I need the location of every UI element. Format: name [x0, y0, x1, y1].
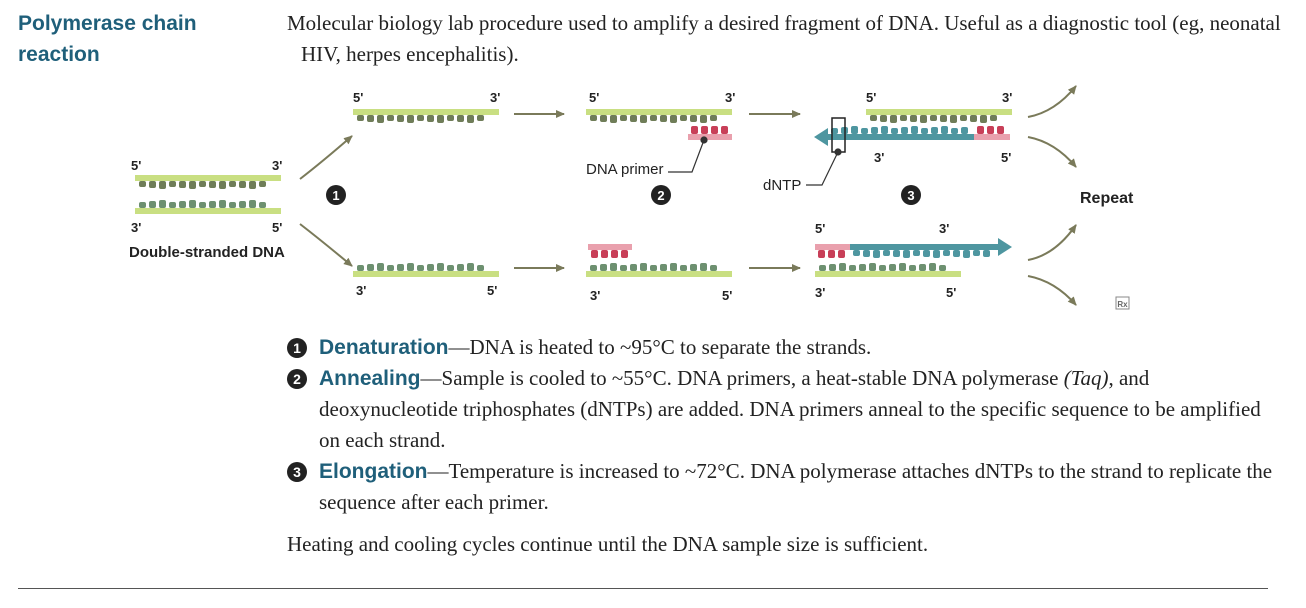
step-2-italic: (Taq) — [1063, 366, 1109, 390]
step-marker-2-number: 2 — [657, 188, 664, 203]
step-1-text: —DNA is heated to ~95°C to separate the … — [448, 335, 872, 359]
c-top-5prime: 5' — [866, 90, 876, 105]
new-strand-bottom — [850, 238, 1012, 258]
term-heading: Polymerase chain reaction — [18, 12, 197, 66]
step-3-text: —Temperature is increased to ~72°C. DNA … — [319, 459, 1273, 514]
rx-icon: Rx — [1115, 296, 1130, 310]
repeat-arrow-4 — [1027, 275, 1077, 306]
c-bottom-3prime: 3' — [815, 285, 825, 300]
step-2-name: Annealing — [319, 367, 421, 390]
c-mid-5prime: 5' — [1001, 150, 1011, 165]
split-arrow-top — [299, 135, 353, 180]
ds-3prime-right: 3' — [272, 158, 282, 173]
step-marker-1-number: 1 — [332, 188, 339, 203]
ds-top-strand — [135, 175, 281, 189]
elongation-primer-bottom — [815, 244, 851, 258]
pcr-diagram: 5' 3' 3' 5' Double-stranded DNA 5' 3' 3'… — [129, 85, 1134, 310]
step-3-name: Elongation — [319, 460, 428, 483]
ds-3prime-left: 3' — [131, 220, 141, 235]
callouts — [668, 117, 846, 186]
a-bottom-3prime: 3' — [356, 283, 366, 298]
elongation-top-strand — [866, 109, 1012, 123]
intro-paragraph: Molecular biology lab procedure used to … — [287, 11, 1281, 66]
ds-5prime-right: 5' — [272, 220, 282, 235]
dntp-leader-line — [806, 151, 839, 186]
step-elongation: 3 Elongation—Temperature is increased to… — [287, 456, 1287, 518]
repeat-arrow-1 — [1027, 85, 1077, 118]
c-top-3prime: 3' — [1002, 90, 1012, 105]
elongation-bottom-strand — [815, 263, 961, 277]
c-low-3prime: 3' — [939, 221, 949, 236]
elongation-primer-top — [974, 126, 1010, 140]
a-top-5prime: 5' — [353, 90, 363, 105]
step-2-text-before: —Sample is cooled to ~55°C. DNA primers,… — [420, 366, 1064, 390]
ds-5prime-left: 5' — [131, 158, 141, 173]
footer-note: Heating and cooling cycles continue unti… — [287, 532, 929, 556]
step-1-badge: 1 — [287, 338, 307, 358]
step-marker-1: 1 — [326, 185, 346, 205]
step-marker-3: 3 — [901, 185, 921, 205]
c-mid-3prime: 3' — [874, 150, 884, 165]
annealing-top-strand — [586, 109, 732, 123]
double-stranded-label: Double-stranded DNA — [129, 244, 285, 261]
primer-leader-dot — [700, 136, 708, 144]
step-marker-3-number: 3 — [907, 188, 914, 203]
step-2-text-after: , and deoxynucleotide triphosphates (dNT… — [319, 366, 1261, 452]
primer-bottom — [588, 244, 632, 258]
step-marker-2: 2 — [651, 185, 671, 205]
a-bottom-5prime: 5' — [487, 283, 497, 298]
repeat-label: Repeat — [1080, 190, 1134, 207]
dna-primer-label: DNA primer — [586, 161, 664, 178]
c-bottom-5prime: 5' — [946, 285, 956, 300]
step-1-name: Denaturation — [319, 336, 449, 359]
step-3-badge: 3 — [287, 462, 307, 482]
b-top-3prime: 3' — [725, 90, 735, 105]
step-annealing: 2 Annealing—Sample is cooled to ~55°C. D… — [287, 363, 1287, 456]
split-arrow-bottom — [299, 223, 353, 267]
bottom-rule — [18, 588, 1268, 589]
step-2-badge: 2 — [287, 369, 307, 389]
primer-top — [688, 126, 732, 140]
rx-icon-text: Rx — [1117, 300, 1128, 309]
b-bottom-3prime: 3' — [590, 288, 600, 303]
new-strand-top — [814, 126, 976, 146]
dntp-label: dNTP — [763, 177, 801, 194]
b-bottom-5prime: 5' — [722, 288, 732, 303]
primer-leader-line — [668, 139, 705, 173]
repeat-arrow-3 — [1027, 224, 1077, 261]
b-top-5prime: 5' — [589, 90, 599, 105]
repeat-arrow-2 — [1027, 136, 1077, 168]
step-denaturation: 1 Denaturation—DNA is heated to ~95°C to… — [287, 332, 1287, 363]
annealing-bottom-strand — [586, 263, 732, 277]
a-top-3prime: 3' — [490, 90, 500, 105]
dntp-leader-dot — [834, 148, 842, 156]
denatured-bottom-strand — [353, 263, 499, 277]
dna-strands — [135, 109, 1012, 277]
ds-bottom-strand — [135, 200, 281, 214]
steps-list: 1 Denaturation—DNA is heated to ~95°C to… — [287, 332, 1287, 518]
process-arrows — [299, 85, 1077, 306]
c-low-5prime: 5' — [815, 221, 825, 236]
denatured-top-strand — [353, 109, 499, 123]
